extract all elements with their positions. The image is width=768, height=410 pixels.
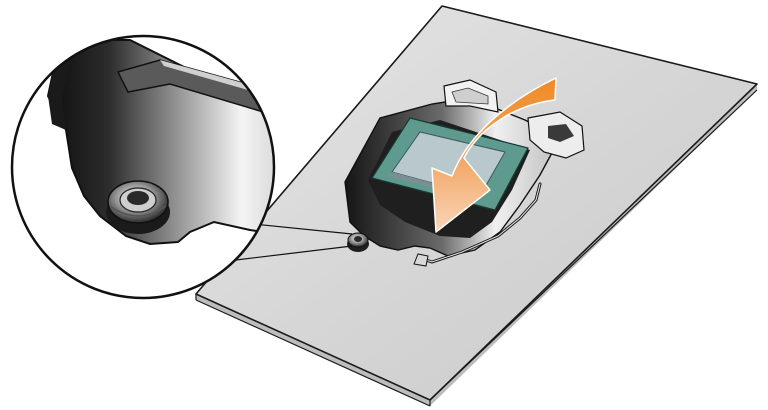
magnified-screw — [106, 181, 170, 234]
socket-screw — [347, 233, 369, 252]
